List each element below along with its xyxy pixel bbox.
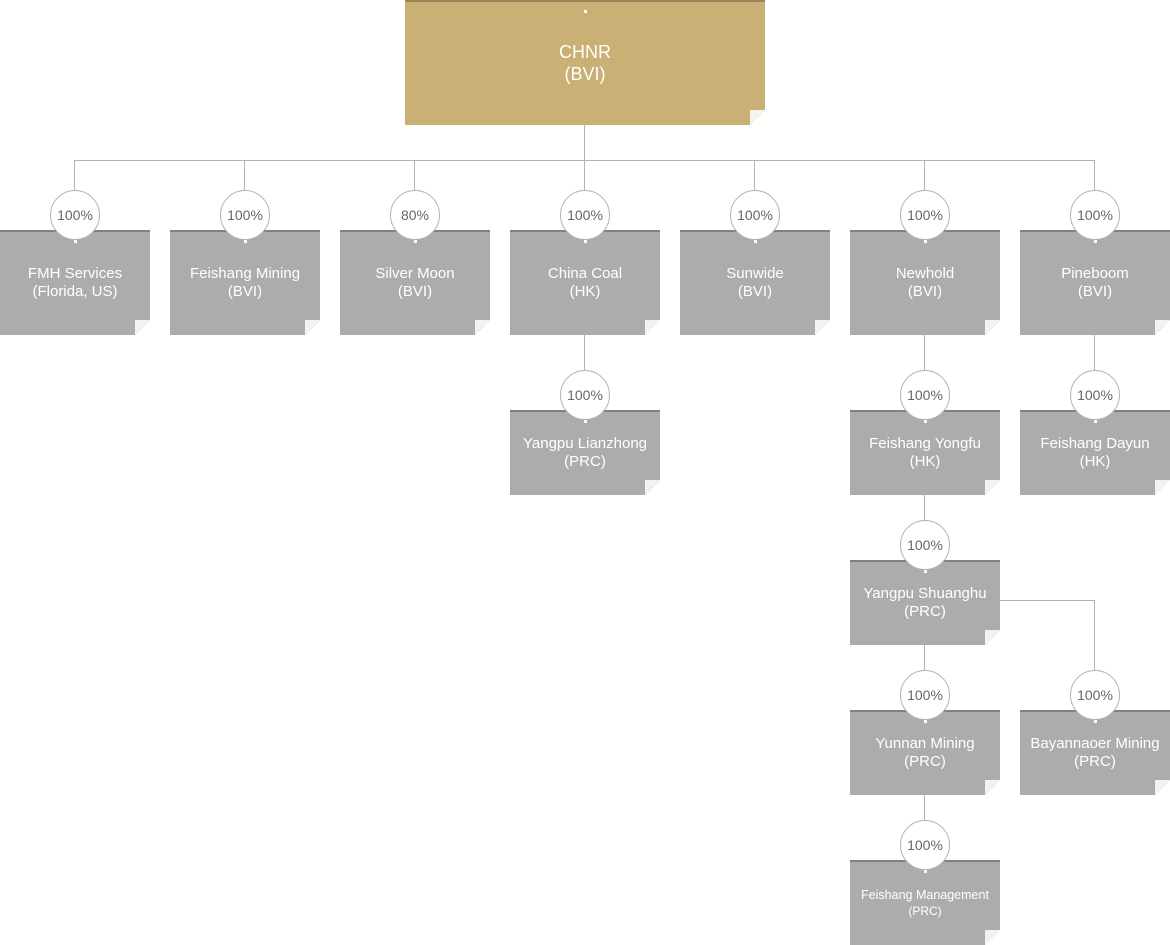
entity-name: CHNR: [559, 41, 611, 62]
entity-jurisdiction: (HK): [909, 452, 941, 470]
entity-name: Sunwide: [726, 264, 784, 282]
box-marker: [74, 240, 77, 243]
entity-name: Pineboom: [1061, 264, 1129, 282]
ownership-badge: 100%: [1070, 190, 1120, 240]
box-marker: [584, 240, 587, 243]
entity-jurisdiction: (HK): [1079, 452, 1111, 470]
entity-name: Yangpu Lianzhong: [523, 434, 647, 452]
box-marker: [924, 870, 927, 873]
entity-box-silver-moon: Silver Moon (BVI): [340, 230, 490, 335]
ownership-badge: 100%: [900, 190, 950, 240]
entity-name: FMH Services: [27, 264, 123, 282]
box-marker: [924, 420, 927, 423]
box-marker: [754, 240, 757, 243]
box-marker: [414, 240, 417, 243]
ownership-badge: 80%: [390, 190, 440, 240]
ownership-badge: 100%: [50, 190, 100, 240]
ownership-badge: 100%: [560, 190, 610, 240]
entity-box-feishang-dayun: Feishang Dayun (HK): [1020, 410, 1170, 495]
entity-name: Feishang Dayun: [1040, 434, 1150, 452]
entity-box-bayannaoer-mining: Bayannaoer Mining (PRC): [1020, 710, 1170, 795]
box-marker: [584, 10, 587, 13]
entity-box-feishang-management: Feishang Management (PRC): [850, 860, 1000, 945]
box-marker: [1094, 240, 1097, 243]
entity-name: Feishang Management: [861, 887, 989, 902]
entity-box-yangpu-shuanghu: Yangpu Shuanghu (PRC): [850, 560, 1000, 645]
entity-box-pineboom: Pineboom (BVI): [1020, 230, 1170, 335]
entity-name: Yangpu Shuanghu: [863, 584, 987, 602]
box-marker: [584, 420, 587, 423]
entity-jurisdiction: (BVI): [907, 282, 943, 300]
entity-jurisdiction: (PRC): [904, 602, 946, 620]
entity-name: Yunnan Mining: [875, 734, 975, 752]
connector-line: [584, 125, 585, 161]
box-marker: [1094, 420, 1097, 423]
entity-jurisdiction: (PRC): [908, 903, 942, 918]
connector-line: [1094, 600, 1095, 710]
entity-box-yangpu-lianzhong: Yangpu Lianzhong (PRC): [510, 410, 660, 495]
entity-name: China Coal: [547, 264, 623, 282]
entity-jurisdiction: (PRC): [904, 752, 946, 770]
entity-jurisdiction: (BVI): [1077, 282, 1113, 300]
entity-box-chnr: CHNR (BVI): [405, 0, 765, 125]
entity-box-china-coal: China Coal (HK): [510, 230, 660, 335]
entity-box-yunnan-mining: Yunnan Mining (PRC): [850, 710, 1000, 795]
entity-name: Feishang Mining: [189, 264, 301, 282]
entity-box-newhold: Newhold (BVI): [850, 230, 1000, 335]
entity-box-feishang-mining: Feishang Mining (BVI): [170, 230, 320, 335]
entity-jurisdiction: (BVI): [737, 282, 773, 300]
box-marker: [924, 570, 927, 573]
box-marker: [244, 240, 247, 243]
entity-jurisdiction: (BVI): [397, 282, 433, 300]
box-marker: [924, 240, 927, 243]
ownership-badge: 100%: [730, 190, 780, 240]
ownership-badge: 100%: [1070, 670, 1120, 720]
entity-jurisdiction: (BVI): [564, 63, 606, 84]
entity-box-fmh-services: FMH Services (Florida, US): [0, 230, 150, 335]
entity-jurisdiction: (Florida, US): [32, 282, 118, 300]
entity-box-feishang-yongfu: Feishang Yongfu (HK): [850, 410, 1000, 495]
entity-name: Newhold: [895, 264, 955, 282]
entity-name: Bayannaoer Mining: [1030, 734, 1160, 752]
entity-box-sunwide: Sunwide (BVI): [680, 230, 830, 335]
ownership-badge: 100%: [900, 370, 950, 420]
entity-name: Feishang Yongfu: [869, 434, 981, 452]
ownership-badge: 100%: [220, 190, 270, 240]
entity-jurisdiction: (PRC): [564, 452, 606, 470]
ownership-badge: 100%: [900, 820, 950, 870]
entity-jurisdiction: (BVI): [227, 282, 263, 300]
ownership-badge: 100%: [900, 520, 950, 570]
box-marker: [1094, 720, 1097, 723]
ownership-badge: 100%: [560, 370, 610, 420]
ownership-badge: 100%: [1070, 370, 1120, 420]
entity-jurisdiction: (HK): [569, 282, 601, 300]
box-marker: [924, 720, 927, 723]
entity-name: Silver Moon: [375, 264, 455, 282]
ownership-badge: 100%: [900, 670, 950, 720]
entity-jurisdiction: (PRC): [1074, 752, 1116, 770]
connector-line: [1000, 600, 1095, 601]
